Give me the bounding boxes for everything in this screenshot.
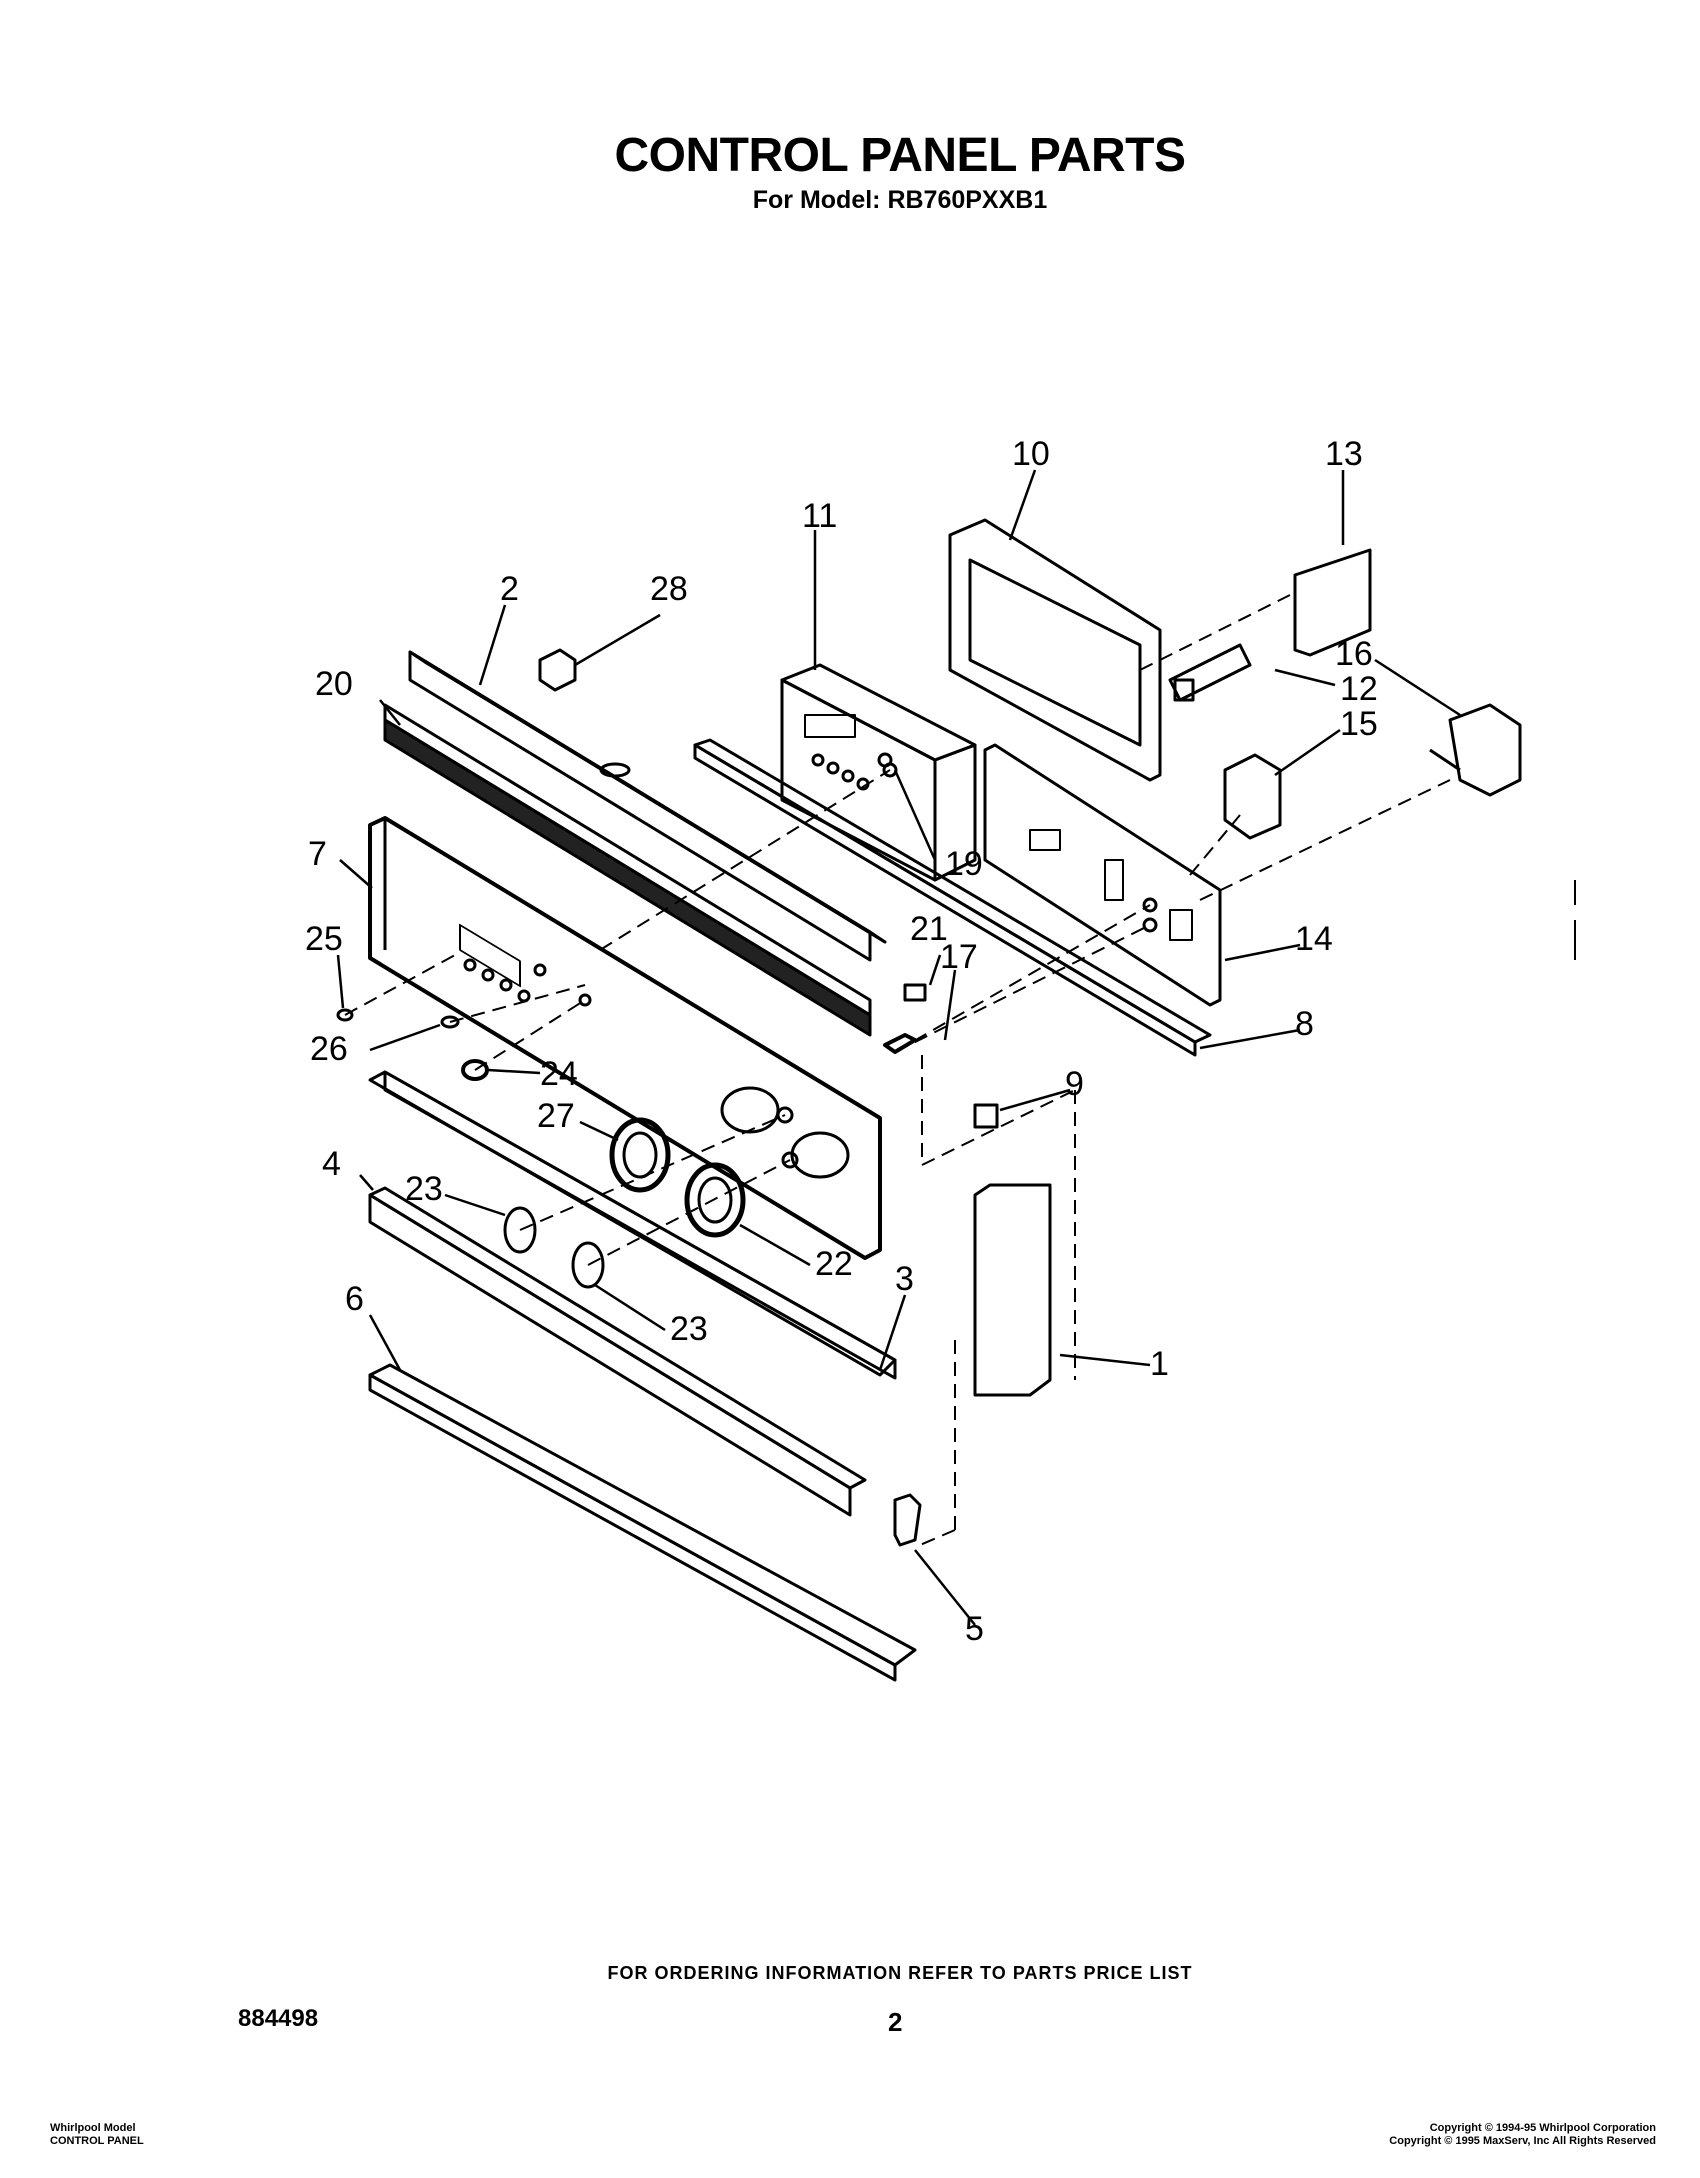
callout-7: 7 [308, 835, 327, 873]
callout-15: 15 [1340, 705, 1378, 743]
caption-line-section: CONTROL PANEL [50, 2135, 144, 2147]
part-1-side-bracket [973, 1183, 1052, 1397]
part-13-plate [1293, 548, 1372, 657]
part-26-clip [440, 1015, 460, 1029]
part-10-bezel [948, 518, 1162, 782]
part-24-nut [461, 1059, 489, 1081]
callout-3: 3 [895, 1260, 914, 1298]
callout-20: 20 [315, 665, 353, 703]
callout-13: 13 [1325, 435, 1363, 473]
callout-16: 16 [1335, 635, 1373, 673]
part-6-bottom-strip [368, 1363, 917, 1682]
part-8-rail [693, 738, 1212, 1057]
alignment-lines [344, 594, 1451, 1546]
callout-23-left: 23 [405, 1170, 443, 1208]
part-7-control-panel [368, 816, 882, 1260]
document-number: 884498 [238, 2005, 319, 2032]
callout-10: 10 [1012, 435, 1050, 473]
callout-24: 24 [540, 1055, 578, 1093]
part-2-top-trim [408, 650, 887, 962]
part-5-clip [893, 1493, 922, 1547]
callout-14: 14 [1295, 920, 1333, 958]
callout-19: 19 [945, 845, 983, 883]
page-number: 2 [888, 2007, 903, 2037]
part-19-screw [877, 752, 893, 768]
part-21-clip [903, 983, 927, 1002]
callout-8: 8 [1295, 1005, 1314, 1043]
part-12-bracket [1168, 643, 1252, 702]
model-subtitle: For Model: RB760PXXB1 [752, 186, 1048, 214]
part-27-knob-ring [609, 1117, 671, 1193]
callout-1: 1 [1150, 1345, 1169, 1383]
part-23-knob-right [571, 1241, 605, 1289]
copyright-line-2: Copyright © 1995 MaxServ, Inc All Rights… [1389, 2135, 1656, 2147]
callout-12: 12 [1340, 670, 1378, 708]
callout-4: 4 [322, 1145, 341, 1183]
caption-line-model: Whirlpool Model [50, 2122, 136, 2134]
callout-25: 25 [305, 920, 343, 958]
bottom-left-caption: Whirlpool Model CONTROL PANEL [50, 2122, 144, 2148]
part-16-switch [1429, 703, 1522, 797]
part-22-knob-ring [684, 1162, 746, 1238]
page-title: CONTROL PANEL PARTS [614, 129, 1186, 182]
callout-17: 17 [940, 938, 978, 976]
callout-28: 28 [650, 570, 688, 608]
leader-lines [336, 469, 1461, 1626]
callout-27: 27 [537, 1097, 575, 1135]
copyright-block: Copyright © 1994-95 Whirlpool Corporatio… [1389, 2122, 1656, 2148]
callout-21: 21 [910, 910, 948, 948]
part-9-clip [973, 1103, 999, 1129]
callout-2: 2 [500, 570, 519, 608]
part-28-clip [538, 648, 577, 692]
part-3-front-trim [368, 1070, 897, 1380]
callout-11: 11 [802, 497, 837, 535]
part-4-lower-trim [368, 1186, 867, 1517]
callout-22: 22 [815, 1245, 853, 1283]
callout-6: 6 [345, 1280, 364, 1318]
callout-labels: 11 10 13 2 28 20 12 16 15 7 19 25 21 17 … [305, 435, 1378, 1648]
callout-23-right: 23 [670, 1310, 708, 1348]
callout-9: 9 [1065, 1065, 1084, 1103]
callout-26: 26 [310, 1030, 348, 1068]
part-23-knob-left [503, 1206, 537, 1254]
ordering-note: FOR ORDERING INFORMATION REFER TO PARTS … [607, 1963, 1193, 1983]
part-15-switch [1223, 753, 1282, 840]
part-25-button [336, 1008, 354, 1022]
part-14-rear-plate [983, 743, 1222, 1007]
part-20-vent-strip [383, 703, 872, 1037]
callout-5: 5 [965, 1610, 984, 1648]
copyright-line-1: Copyright © 1994-95 Whirlpool Corporatio… [1429, 2122, 1656, 2134]
